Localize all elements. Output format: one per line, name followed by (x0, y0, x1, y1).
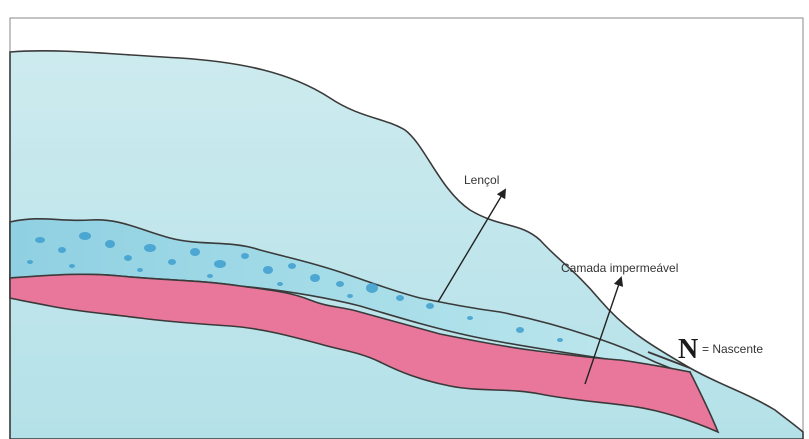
camada-impermeavel-label: Camada impermeável (561, 261, 678, 275)
nascente-label: = Nascente (702, 342, 763, 356)
nascente-letter: N (678, 334, 698, 365)
lencol-label: Lençol (464, 173, 499, 187)
